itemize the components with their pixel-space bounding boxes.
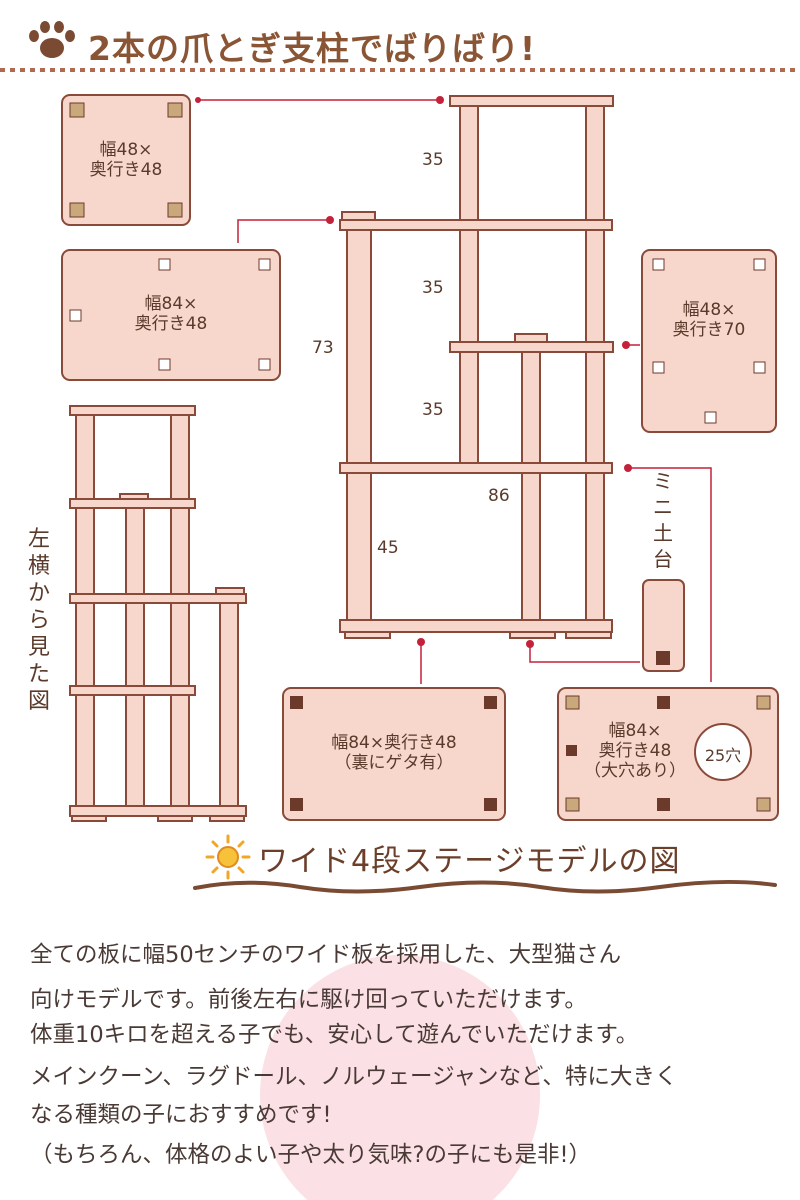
dimension-86: 86 (488, 486, 510, 506)
dimension-35-middle: 35 (422, 278, 444, 298)
side-view-char: 見 (27, 635, 50, 660)
title-underline (193, 879, 777, 894)
body-line: （もちろん、体格のよい子や太り気味?の子にも是非!） (30, 1142, 591, 1168)
panel-bottom-right-line2: 奥行き48 (598, 741, 672, 761)
mini-stand-char: ニ (653, 495, 673, 519)
panel-mid-left-label: 幅84× 奥行き48 (62, 294, 280, 334)
leader-dots (195, 96, 632, 648)
panel-right-line2: 奥行き70 (672, 320, 746, 340)
model-title: ワイド4段ステージモデルの図 (258, 844, 681, 879)
panel-bottom-left-line2: （裏にゲタ有） (334, 753, 454, 773)
dimension-73: 73 (312, 338, 334, 358)
panel-bottom-right-line3: （大穴あり） (584, 761, 686, 781)
body-line: 体重10キロを超える子でも、安心して遊んでいただけます。 (30, 1022, 639, 1048)
panel-bottom-left (282, 687, 506, 821)
side-view-char: 左 (27, 527, 50, 552)
pink-circle (260, 955, 540, 1200)
body-line: なる種類の子におすすめです! (30, 1102, 332, 1128)
panel-top-left-label: 幅48× 奥行き48 (62, 140, 190, 180)
front-view-tower (339, 95, 614, 639)
mini-stand-char: 台 (653, 547, 673, 571)
sun-icon (205, 834, 251, 880)
panel-top-left-line2: 奥行き48 (89, 160, 163, 180)
mini-stand-label: ミ ニ 土 台 (648, 468, 678, 572)
panel-bottom-right-line1: 幅84× (608, 721, 662, 741)
mini-stand-char: 土 (653, 521, 673, 545)
side-view-tower (69, 405, 247, 822)
body-line: 全ての板に幅50センチのワイド板を採用した、大型猫さん (30, 942, 622, 968)
dimension-45: 45 (377, 538, 399, 558)
leader-lines (198, 99, 712, 684)
body-line: 向けモデルです。前後左右に駆け回っていただけます。 (30, 987, 587, 1013)
side-view-char: 図 (27, 689, 50, 714)
panel-bottom-right (557, 687, 779, 821)
panel-bottom-left-line1: 幅84×奥行き48 (331, 733, 457, 753)
panel-right-line1: 幅48× (682, 300, 736, 320)
panel-bottom-left-label: 幅84×奥行き48 （裏にゲタ有） (283, 733, 505, 773)
panel-right-label: 幅48× 奥行き70 (642, 300, 776, 340)
page-title: 2本の爪とぎ支柱でばりばり! (88, 29, 537, 68)
panel-right (641, 249, 777, 433)
panel-bottom-right-label: 幅84× 奥行き48 （大穴あり） (575, 721, 695, 781)
dimension-35-top: 35 (422, 150, 444, 170)
panel-mid-left (61, 249, 281, 381)
paw-icon (29, 21, 75, 58)
side-view-char: た (27, 662, 50, 687)
side-view-char: 横 (27, 554, 50, 579)
mini-stand (642, 579, 685, 672)
panel-top-left (61, 94, 191, 226)
panel-top-left-line1: 幅48× (99, 140, 153, 160)
panel-mid-left-line2: 奥行き48 (134, 314, 208, 334)
mini-stand-char: ミ (653, 469, 673, 493)
side-view-char: か (27, 581, 50, 606)
hole-circle (694, 723, 752, 781)
panel-mid-left-line1: 幅84× (144, 294, 198, 314)
side-view-char: ら (27, 608, 50, 633)
hole-label: 25穴 (704, 746, 742, 765)
side-view-label: 左 横 か ら 見 た 図 (24, 526, 54, 715)
body-line: メインクーン、ラグドール、ノルウェージャンなど、特に大きく (30, 1064, 678, 1090)
dimension-35-lower: 35 (422, 400, 444, 420)
